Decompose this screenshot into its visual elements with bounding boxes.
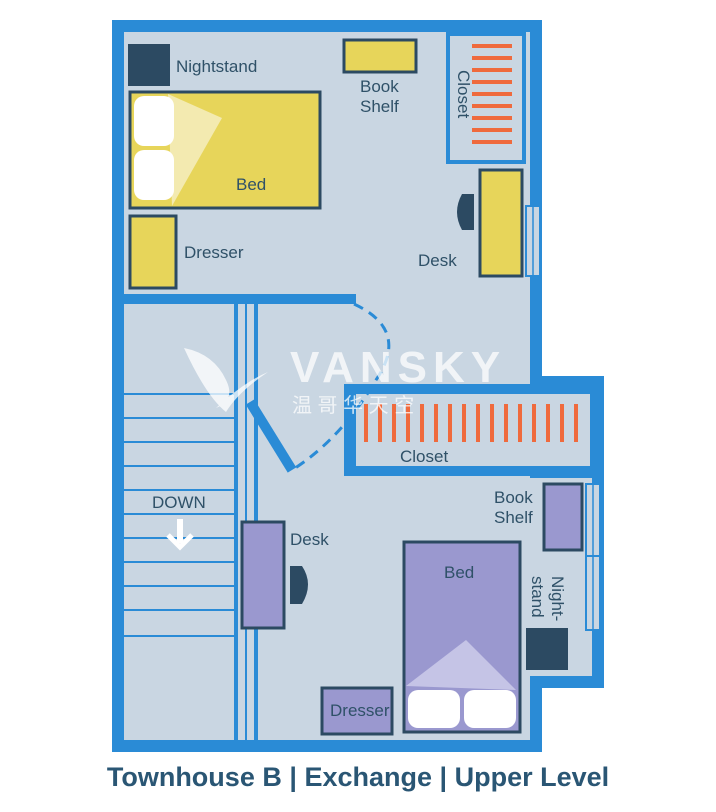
dresser-top <box>128 214 178 290</box>
down-arrow-icon <box>166 519 194 551</box>
bookshelf-top-label-2: Shelf <box>360 97 399 116</box>
desk-top-chair-icon <box>457 194 474 230</box>
bookshelf-bottom-label-1: Book <box>494 488 533 507</box>
dresser-top-label: Dresser <box>184 243 244 262</box>
closet-top-label: Closet <box>454 70 473 118</box>
watermark-brand: VANSKY <box>290 343 506 392</box>
dresser-bottom <box>320 686 394 736</box>
caption-separator-1: | <box>289 762 297 792</box>
dresser-bottom-label: Dresser <box>330 701 390 720</box>
bookshelf-bottom <box>542 482 584 552</box>
nightstand-bottom-label-1: Night- <box>548 576 567 621</box>
desk-bottom-label: Desk <box>290 530 329 549</box>
bed-top-sheet-fold <box>168 94 222 206</box>
pillow-top-1 <box>134 96 174 146</box>
bed-bottom-label: Bed <box>444 563 474 582</box>
caption-level: Upper Level <box>454 762 610 792</box>
nightstand-bottom <box>526 628 568 670</box>
floor-plan-caption: Townhouse B | Exchange | Upper Level <box>0 762 716 793</box>
closet-top-rails <box>472 44 512 144</box>
nightstand-bottom-label-2: stand <box>528 576 547 618</box>
bookshelf-top-label-1: Book <box>360 77 399 96</box>
stairs-down-label: DOWN <box>152 493 206 512</box>
closet-bottom-rails <box>364 404 578 442</box>
stair-treads <box>124 393 236 637</box>
watermark-logo-icon <box>184 348 268 412</box>
nightstand-top-label: Nightstand <box>176 57 257 76</box>
door-swing-arc <box>291 302 391 472</box>
desk-bottom-chair-icon <box>290 566 308 604</box>
pillow-top-2 <box>134 150 174 200</box>
watermark: VANSKY 温 哥 华 天 空 <box>184 343 506 417</box>
caption-type: Exchange <box>304 762 432 792</box>
bookshelf-bottom-label-2: Shelf <box>494 508 533 527</box>
closet-bottom-label: Closet <box>400 447 448 466</box>
bed-top-label: Bed <box>236 175 266 194</box>
caption-building: Townhouse B <box>106 762 282 792</box>
bed-bottom-sheet-fold <box>406 640 516 690</box>
nightstand-top <box>128 44 170 86</box>
pillow-bottom-2 <box>464 690 516 728</box>
pillow-bottom-1 <box>408 690 460 728</box>
watermark-chinese: 温 哥 华 天 空 <box>292 394 414 417</box>
desk-top-label: Desk <box>418 251 457 270</box>
interior-wall-top <box>124 294 356 304</box>
bookshelf-top <box>342 38 418 74</box>
desk-bottom <box>240 520 286 630</box>
caption-separator-2: | <box>439 762 448 792</box>
desk-top <box>478 168 524 278</box>
